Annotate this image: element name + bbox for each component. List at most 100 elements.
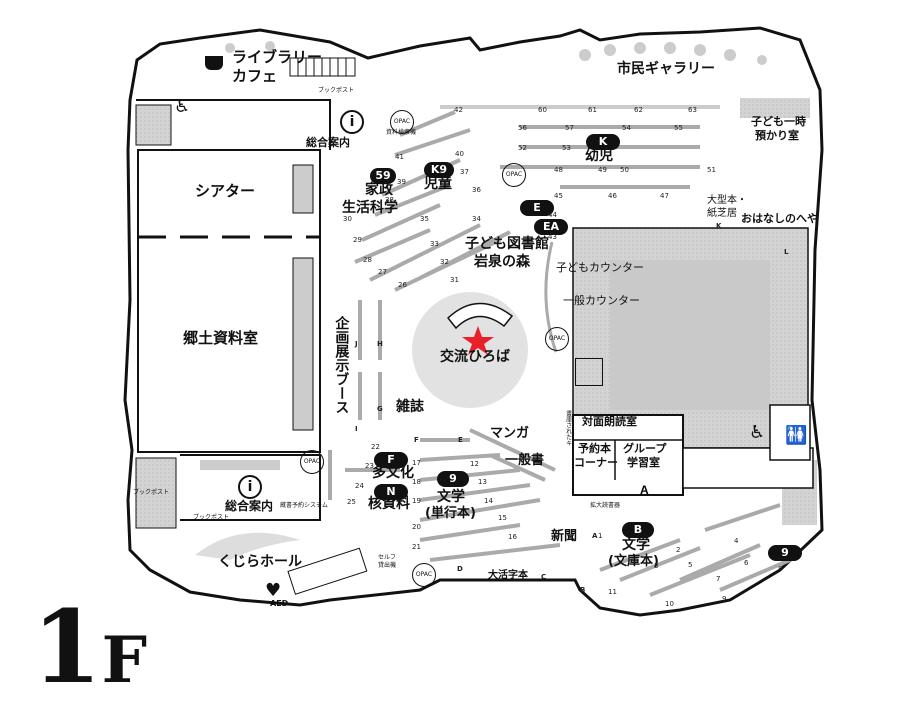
shelf-number: 15 — [498, 514, 507, 522]
restroom-icon: 🚻 — [785, 425, 808, 446]
shelf-number: 51 — [707, 166, 716, 174]
shelf-number: 7 — [716, 575, 721, 583]
shelf-number: 47 — [660, 192, 669, 200]
shelf-number: 13 — [478, 478, 487, 486]
pill-59: 59 — [370, 168, 396, 184]
shelf-number: 18 — [412, 478, 421, 486]
pill-n: N — [374, 484, 408, 500]
info-icon: i — [340, 110, 364, 134]
library-cafe-label: ライブラリー — [232, 48, 323, 66]
kids-counter-label: 子どもカウンター — [556, 261, 644, 274]
shelf-number: 16 — [508, 533, 517, 541]
shelf-number: 32 — [440, 258, 449, 266]
whale-shape — [195, 532, 300, 560]
locker-icon — [575, 358, 603, 386]
shelf-number: 12 — [470, 460, 479, 468]
shelf-number: 41 — [395, 153, 404, 161]
opac-icon-left[interactable]: OPAC — [300, 450, 324, 474]
literature-label: 文学 — [437, 489, 465, 505]
shelf-number: 40 — [455, 150, 464, 158]
floor-label: 1F — [32, 588, 147, 706]
shelf-number: 33 — [430, 240, 439, 248]
bunko-shelves — [599, 503, 791, 597]
self-lend-label: セルフ — [378, 554, 397, 561]
shelf-number: 31 — [450, 276, 459, 284]
shelf-number: 56 — [518, 124, 527, 132]
opac-icon-counter[interactable]: OPAC — [545, 327, 569, 351]
group-study-label-2: 学習室 — [627, 456, 660, 469]
shelf-number: 63 — [688, 106, 697, 114]
home-ec-label-2: 生活科学 — [342, 200, 398, 216]
shaded-area-left-bottom — [135, 457, 177, 529]
shelf-number: 43 — [548, 233, 557, 241]
gallery-dots — [225, 41, 767, 65]
shelf-number: 46 — [608, 192, 617, 200]
shelf-number: 57 — [565, 124, 574, 132]
shaded-area-top-right — [740, 98, 810, 118]
citizen-gallery-label: 市民ギャラリー — [617, 61, 715, 77]
shelf-number: 54 — [622, 124, 631, 132]
shelf-number: 55 — [674, 124, 683, 132]
shelf-number: 48 — [554, 166, 563, 174]
shelf-number: 3 — [654, 562, 659, 570]
pill-ea: EA — [534, 219, 568, 235]
theater-box — [137, 149, 321, 453]
kamishibai-label: 紙芝居 — [707, 208, 737, 219]
opac-icon-kids[interactable]: OPAC — [502, 163, 526, 187]
newspapers-label: 新聞 — [551, 529, 578, 544]
multicultural-label: 多文化 — [372, 465, 414, 481]
literature-bunko-paren: (文庫本) — [608, 554, 659, 569]
manga-label: マンガ — [490, 426, 530, 441]
shelf-letter: H — [377, 340, 383, 348]
shelf-number: 42 — [454, 106, 463, 114]
shelf-number: 52 — [518, 144, 527, 152]
literature-paren-label: (単行本) — [425, 506, 476, 521]
shelf-letter: D — [457, 565, 463, 573]
shelf-number: 28 — [363, 256, 372, 264]
shelf-number: 53 — [562, 144, 571, 152]
shelf-number: 34 — [472, 215, 481, 223]
info-icon-bottom: i — [238, 475, 262, 499]
shaded-area-left-top — [135, 104, 172, 146]
pill-f: F — [374, 452, 408, 468]
pill-9-single: 9 — [437, 471, 469, 487]
shelf-number: 38 — [385, 196, 394, 204]
shelf-number: 20 — [412, 523, 421, 531]
shelf-number: 1 — [598, 532, 603, 540]
story-room-label: おはなしのへや — [741, 212, 818, 225]
childcare-label-2: 預かり室 — [755, 129, 799, 142]
children-label: 児童 — [424, 176, 452, 192]
floor-number: 1 — [32, 588, 102, 706]
shelf-number: 2 — [676, 546, 681, 554]
opac-icon[interactable]: OPAC — [390, 110, 414, 134]
pill-k: K — [586, 134, 620, 150]
shelf-number: 24 — [355, 482, 364, 490]
stairs-bottom — [287, 547, 368, 595]
pill-b: B — [622, 522, 654, 538]
wheelchair-icon: ♿ — [174, 96, 191, 117]
home-ec-label: 家政 — [365, 182, 393, 198]
shelf-number: 44 — [548, 211, 557, 219]
opac-icon-bottom[interactable]: OPAC — [412, 563, 436, 587]
shelf-letter: L — [784, 248, 789, 256]
reserve-system-label: 蔵書予約システム — [280, 502, 328, 509]
reserve-corner-label-2: コーナー — [574, 456, 618, 469]
group-study-label: グループ — [623, 442, 667, 455]
shelf-number: 39 — [397, 178, 406, 186]
floor-letter: F — [101, 623, 148, 698]
nuclear-label: 核資料 — [368, 496, 410, 512]
shelf-number: 37 — [460, 168, 469, 176]
kids-library-label-2: 岩泉の森 — [474, 254, 530, 270]
info-desk-top: 総合案内 — [306, 136, 350, 149]
shelf-letter: J — [355, 340, 358, 348]
bookpost-label-2: ブックポスト — [133, 489, 170, 496]
shelf-letter: I — [355, 425, 358, 433]
info-desk-bottom: 総合案内 — [225, 499, 274, 513]
shelf-number: 4 — [734, 537, 739, 545]
stairs-top — [289, 57, 356, 77]
childcare-label: 子ども一時 — [751, 115, 806, 128]
toddler-label: 幼児 — [585, 148, 613, 164]
theater-label: シアター — [195, 182, 256, 200]
shelf-number: 17 — [412, 459, 421, 467]
